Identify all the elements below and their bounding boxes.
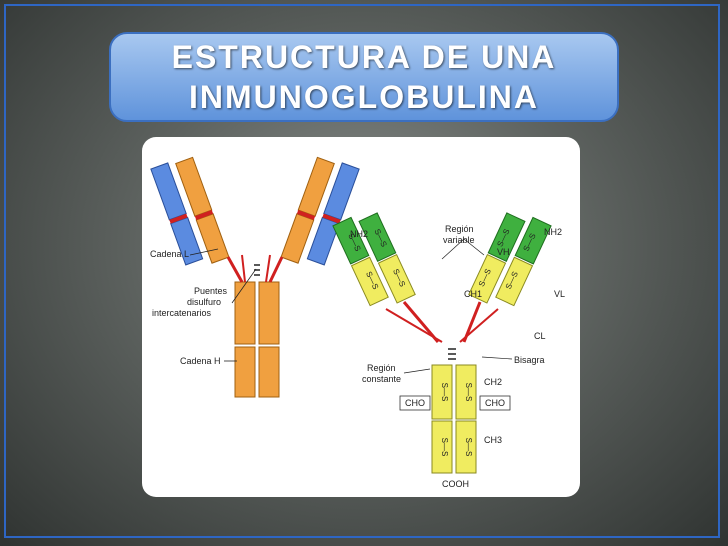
cho-label-right: CHO [485, 398, 505, 408]
title-box: ESTRUCTURA DE UNA INMUNOGLOBULINA [109, 32, 619, 122]
variable-heavy-domain [358, 212, 397, 262]
vl-label: VL [554, 289, 565, 299]
constant-light-domain [350, 256, 389, 307]
antibody-diagram: Cadena L Puentes disulfuro intercatenari… [150, 156, 565, 489]
left-antibody: Cadena L Puentes disulfuro intercatenari… [150, 156, 360, 398]
constant-heavy-2-domain [455, 364, 477, 420]
variable-region-label-2: variable [443, 235, 475, 245]
disulfide-label-1: Puentes [194, 286, 228, 296]
nh2-left-label: NH2 [350, 229, 368, 239]
heavy-chain-label: Cadena H [180, 356, 221, 366]
ch3-label: CH3 [484, 435, 502, 445]
constant-region-label-1: Región [367, 363, 396, 373]
constant-heavy-3-domain [455, 420, 477, 474]
disulfide-label-2: disulfuro [187, 297, 221, 307]
constant-heavy-3-domain [431, 420, 453, 474]
constant-light-domain [495, 256, 534, 307]
cho-label-left: CHO [405, 398, 425, 408]
constant-heavy-2-domain [431, 364, 453, 420]
ch1-label: CH1 [464, 289, 482, 299]
ss-bond-label: S—S [464, 438, 473, 457]
ss-bond-label: S—S [440, 438, 449, 457]
ss-bond-label: S—S [440, 383, 449, 402]
constant-region-label-2: constante [362, 374, 401, 384]
ch2-label: CH2 [484, 377, 502, 387]
title-line-1: ESTRUCTURA DE UNA [171, 39, 557, 75]
cl-label: CL [534, 331, 546, 341]
variable-region-label-1: Región [445, 224, 474, 234]
variable-light-domain [332, 216, 370, 265]
heavy-chain-stem [258, 346, 280, 398]
right-antibody: S—S S—S S—S S—S S—S S—S [332, 212, 565, 489]
ss-bond-label: S—S [464, 383, 473, 402]
heavy-chain-stem [258, 281, 280, 345]
title-line-2: INMUNOGLOBULINA [189, 79, 539, 115]
constant-heavy-1-domain [377, 253, 416, 304]
heavy-chain-stem [234, 281, 256, 345]
cooh-label: COOH [442, 479, 469, 489]
variable-heavy-domain [487, 212, 526, 262]
cho-box-right [479, 395, 511, 411]
variable-light-domain [514, 216, 552, 265]
cho-box-left [399, 395, 431, 411]
hinge-label: Bisagra [514, 355, 545, 365]
disulfide-label-3: intercatenarios [152, 308, 212, 318]
vh-label: VH [497, 247, 510, 257]
constant-heavy-1-domain [468, 253, 507, 304]
heavy-chain-stem [234, 346, 256, 398]
light-chain-label: Cadena L [150, 249, 189, 259]
diagram-panel: Cadena L Puentes disulfuro intercatenari… [142, 137, 580, 497]
nh2-right-label: NH2 [544, 227, 562, 237]
